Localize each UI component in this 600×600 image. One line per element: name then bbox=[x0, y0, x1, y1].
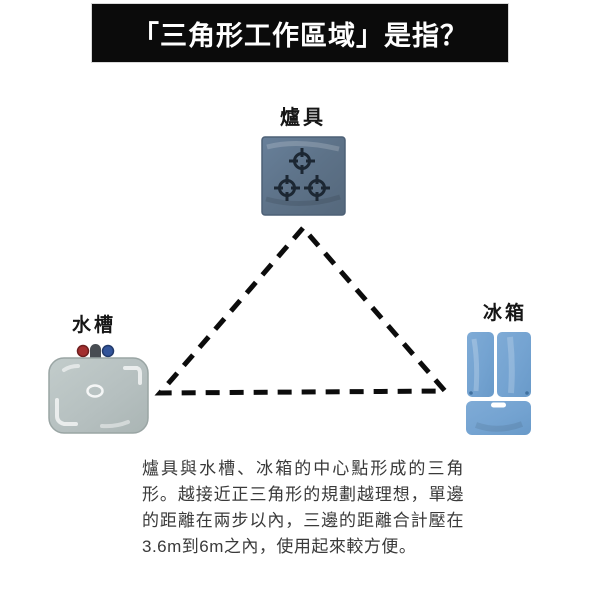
basin-highlight bbox=[55, 398, 78, 426]
fridge-drawer bbox=[466, 401, 531, 435]
title-banner: 「三角形工作區域」是指？ bbox=[92, 4, 508, 62]
fridge-left-door bbox=[467, 332, 494, 397]
basin-highlight bbox=[62, 364, 80, 372]
work-triangle-path bbox=[154, 224, 451, 396]
fridge-hinge-dot bbox=[525, 391, 529, 395]
burner-icon bbox=[304, 175, 330, 201]
sink-label: 水槽 bbox=[71, 315, 117, 336]
cold-knob-icon bbox=[101, 344, 115, 358]
page-title: 「三角形工作區域」是指？ bbox=[132, 20, 468, 51]
basin-highlight bbox=[100, 420, 130, 429]
stove-icon bbox=[261, 136, 346, 216]
fridge-right-door bbox=[497, 332, 531, 397]
sink-icon bbox=[48, 344, 149, 434]
burner-icon bbox=[289, 148, 315, 174]
fridge-watercolor-highlight bbox=[471, 338, 480, 392]
drain-icon bbox=[86, 384, 104, 398]
fridge-hinge-dot bbox=[469, 391, 473, 395]
stove-label: 爐具 bbox=[280, 107, 326, 129]
stove-watercolor-highlight bbox=[266, 140, 340, 152]
fridge-watercolor-shade bbox=[474, 421, 524, 432]
fridge-label: 冰箱 bbox=[482, 303, 528, 324]
stove-watercolor-shade bbox=[265, 194, 341, 207]
description-text: 爐具與水槽、冰箱的中心點形成的三角形。越接近正三角形的規劃越理想，單邊的距離在兩… bbox=[142, 459, 464, 556]
burner-icon bbox=[274, 175, 300, 201]
fridge-handle bbox=[491, 402, 506, 408]
fridge-icon bbox=[466, 332, 531, 435]
hot-knob-icon bbox=[76, 344, 90, 358]
basin-highlight bbox=[123, 366, 142, 385]
fridge-watercolor-highlight bbox=[507, 336, 515, 394]
